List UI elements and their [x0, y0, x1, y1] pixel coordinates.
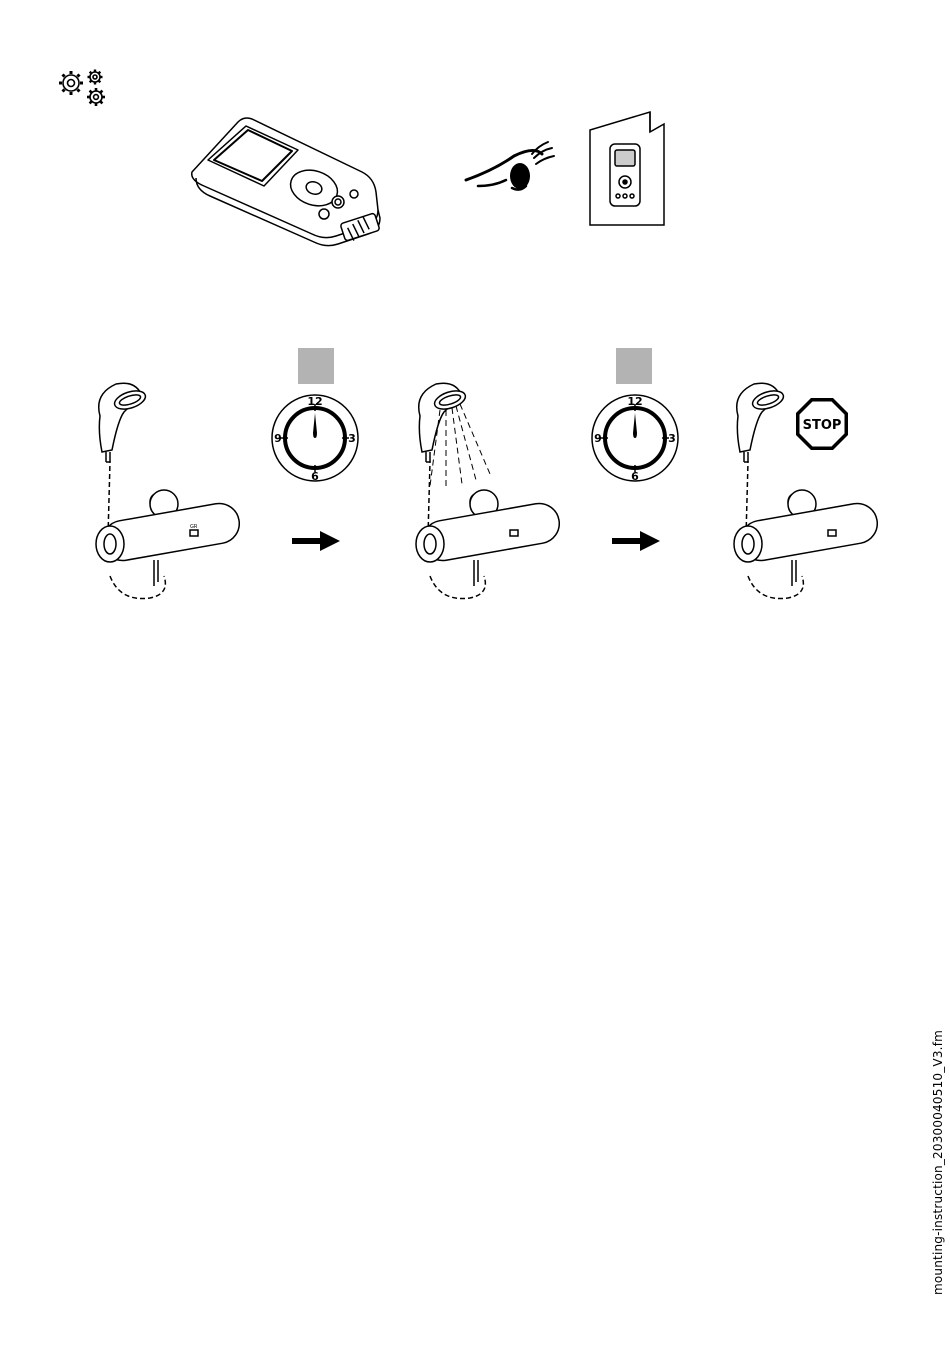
footer-filename: mounting-instruction_20300040510_V3.fm — [931, 1030, 945, 1295]
step-indicator-box — [616, 348, 652, 384]
timer-clock-icon: 12 3 6 9 — [270, 393, 360, 483]
arrow-right-icon — [612, 530, 662, 552]
remote-control-device — [186, 114, 388, 250]
eye-icon — [464, 140, 556, 198]
shower-mixer: GR — [80, 376, 240, 604]
clock-number-3: 3 — [348, 432, 356, 445]
stop-label: STOP — [803, 418, 842, 433]
clock-number-9: 9 — [274, 432, 282, 445]
clock-number-6: 6 — [311, 470, 319, 483]
manual-booklet-icon — [588, 110, 666, 228]
clock-number-12: 12 — [307, 395, 322, 408]
stop-sign-icon: STOP — [794, 396, 850, 452]
clock-number-12: 12 — [627, 395, 642, 408]
arrow-right-icon — [292, 530, 342, 552]
clock-number-9: 9 — [594, 432, 602, 445]
settings-gears-icon — [55, 66, 111, 110]
shower-mixer — [400, 376, 560, 604]
timer-clock-icon: 12 3 6 9 — [590, 393, 680, 483]
step-indicator-box — [298, 348, 334, 384]
clock-number-3: 3 — [668, 432, 676, 445]
svg-text:GR: GR — [190, 524, 198, 530]
clock-number-6: 6 — [631, 470, 639, 483]
